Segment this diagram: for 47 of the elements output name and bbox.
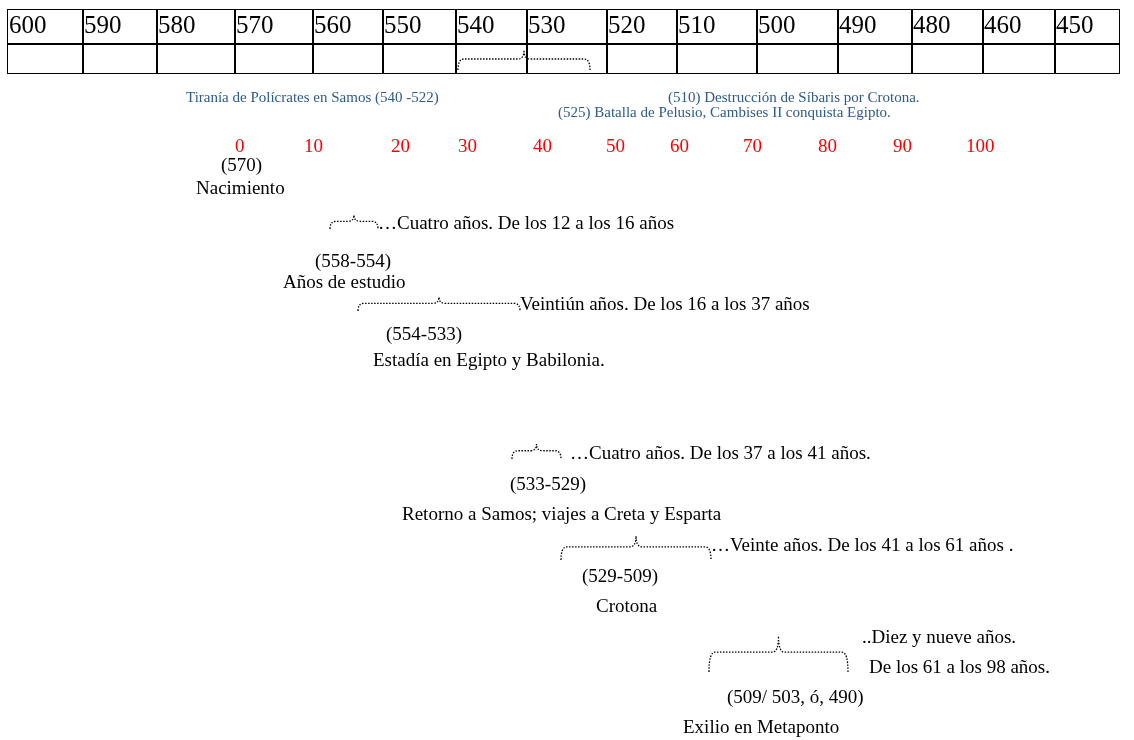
year-cell: 510	[676, 9, 758, 45]
age-number: 100	[966, 135, 995, 157]
timeline-text: (558-554)	[315, 250, 391, 272]
age-number: 60	[670, 135, 689, 157]
age-number: 70	[743, 135, 762, 157]
timeline-text: Retorno a Samos; viajes a Creta y Esparta	[402, 503, 722, 525]
timeline-text: Exilio en Metaponto	[683, 716, 840, 738]
timeline-text: Años de estudio	[283, 271, 406, 293]
year-cell: 450	[1054, 9, 1120, 45]
year-cell: 490	[837, 9, 913, 45]
year-cell: 480	[911, 9, 984, 45]
year-cell: 580	[156, 9, 236, 45]
historical-note: (510) Destrucción de Síbaris por Crotona.	[668, 89, 920, 107]
age-number: 20	[391, 135, 410, 157]
timeline-text: (570)	[221, 154, 263, 176]
timeline-text: ..Diez y nueve años.	[862, 626, 1017, 648]
year-cell: 560	[312, 9, 384, 45]
timeline-text: (529-509)	[582, 565, 658, 587]
timeline-text: Nacimiento	[196, 177, 285, 199]
age-number: 10	[304, 135, 323, 157]
timeline-text: Estadía en Egipto y Babilonia.	[373, 349, 605, 371]
age-number: 0	[235, 135, 245, 157]
age-number: 50	[606, 135, 625, 157]
timeline-text: …Cuatro años. De los 12 a los 16 años	[378, 212, 675, 234]
year-cell: 520	[606, 9, 678, 45]
age-number: 90	[893, 135, 912, 157]
timeline-text: De los 61 a los 98 años.	[869, 656, 1050, 678]
historical-note: Tiranía de Polícrates en Samos (540 -522)	[186, 89, 439, 107]
historical-note: (525) Batalla de Pelusio, Cambises II conquista Egipto.	[558, 104, 891, 122]
timeline-text: Veintiún años. De los 16 a los 37 años	[520, 293, 810, 315]
year-cell: 540	[455, 9, 528, 45]
timeline-text: (554-533)	[386, 323, 462, 345]
age-number: 80	[818, 135, 837, 157]
timeline-text: …Veinte años. De los 41 a los 61 años .	[711, 534, 1014, 556]
year-cell: 460	[982, 9, 1056, 45]
timeline-text: (509/ 503, ó, 490)	[727, 686, 864, 708]
year-cell: 570	[234, 9, 314, 45]
timeline-text: (533-529)	[510, 473, 586, 495]
age-number: 30	[458, 135, 477, 157]
timeline-text: Crotona	[596, 595, 658, 617]
year-cell: 500	[756, 9, 839, 45]
year-cell: 590	[82, 9, 158, 45]
timeline-text: …Cuatro años. De los 37 a los 41 años.	[570, 442, 871, 464]
year-cell: 530	[526, 9, 608, 45]
year-cell: 550	[382, 9, 457, 45]
age-number: 40	[533, 135, 552, 157]
year-cell: 600	[7, 9, 84, 45]
